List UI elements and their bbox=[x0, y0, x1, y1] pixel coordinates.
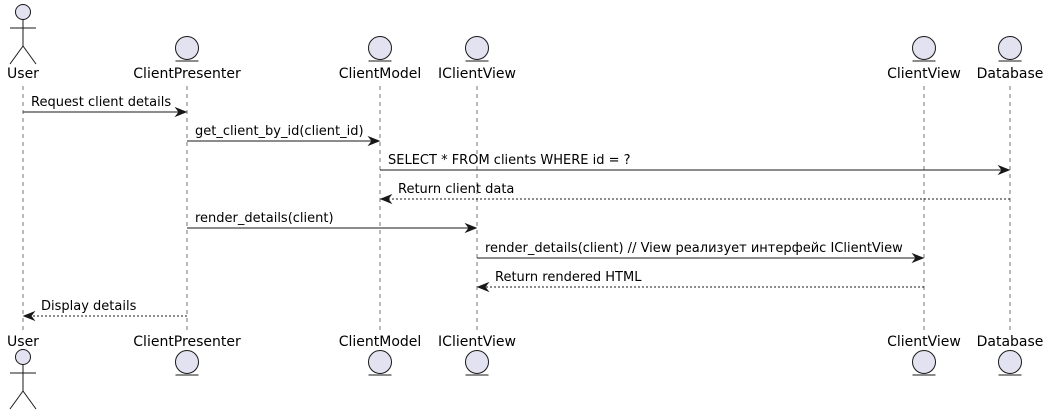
arrowhead bbox=[174, 106, 188, 118]
arrowhead bbox=[911, 252, 925, 264]
arrowhead bbox=[476, 281, 490, 293]
message-1: Request client details bbox=[23, 95, 188, 118]
entity-icon-bottom bbox=[175, 350, 199, 376]
entity-icon-top bbox=[465, 36, 489, 62]
message-label: SELECT * FROM clients WHERE id = ? bbox=[388, 153, 631, 168]
entity-icon-bottom bbox=[912, 350, 936, 376]
participant-label-top: IClientView bbox=[438, 66, 516, 82]
arrowhead bbox=[464, 222, 478, 234]
entity-icon-bottom bbox=[465, 350, 489, 376]
message-3: SELECT * FROM clients WHERE id = ? bbox=[380, 153, 1011, 176]
entity-icon-top bbox=[175, 36, 199, 62]
participant-label-bottom: ClientView bbox=[887, 334, 961, 350]
arrowhead bbox=[22, 310, 36, 322]
entity-icon-bottom bbox=[368, 350, 392, 376]
entity-icon-top bbox=[998, 36, 1022, 62]
participant-label-bottom: ClientModel bbox=[339, 334, 422, 350]
message-label: render_details(client) // View реализует… bbox=[485, 241, 903, 256]
participant-label-bottom: User bbox=[7, 334, 39, 350]
participant-label-bottom: ClientPresenter bbox=[133, 334, 241, 350]
participant-label-top: ClientView bbox=[887, 66, 961, 82]
arrowhead bbox=[367, 135, 381, 147]
participant-label-top: ClientModel bbox=[339, 66, 422, 82]
message-2: get_client_by_id(client_id) bbox=[187, 124, 381, 147]
actor-icon-top bbox=[9, 4, 37, 65]
participant-label-top: ClientPresenter bbox=[133, 66, 241, 82]
message-8: Display details bbox=[22, 299, 187, 322]
message-label: Return client data bbox=[398, 182, 514, 197]
actor-icon-bottom bbox=[9, 349, 37, 410]
message-6: render_details(client) // View реализует… bbox=[477, 241, 925, 264]
message-label: Display details bbox=[41, 299, 137, 314]
message-5: render_details(client) bbox=[187, 211, 478, 234]
arrowhead bbox=[379, 193, 393, 205]
entity-icon-top bbox=[912, 36, 936, 62]
message-7: Return rendered HTML bbox=[476, 270, 924, 293]
participant-label-bottom: Database bbox=[977, 334, 1044, 350]
participant-label-bottom: IClientView bbox=[438, 334, 516, 350]
message-label: get_client_by_id(client_id) bbox=[195, 124, 364, 139]
participant-label-top: Database bbox=[977, 66, 1044, 82]
entity-icon-top bbox=[368, 36, 392, 62]
participant-label-top: User bbox=[7, 66, 39, 82]
entity-icon-bottom bbox=[998, 350, 1022, 376]
arrowhead bbox=[997, 164, 1011, 176]
message-label: Request client details bbox=[31, 95, 171, 110]
message-label: render_details(client) bbox=[195, 211, 334, 226]
message-4: Return client data bbox=[379, 182, 1010, 205]
message-label: Return rendered HTML bbox=[495, 270, 642, 285]
